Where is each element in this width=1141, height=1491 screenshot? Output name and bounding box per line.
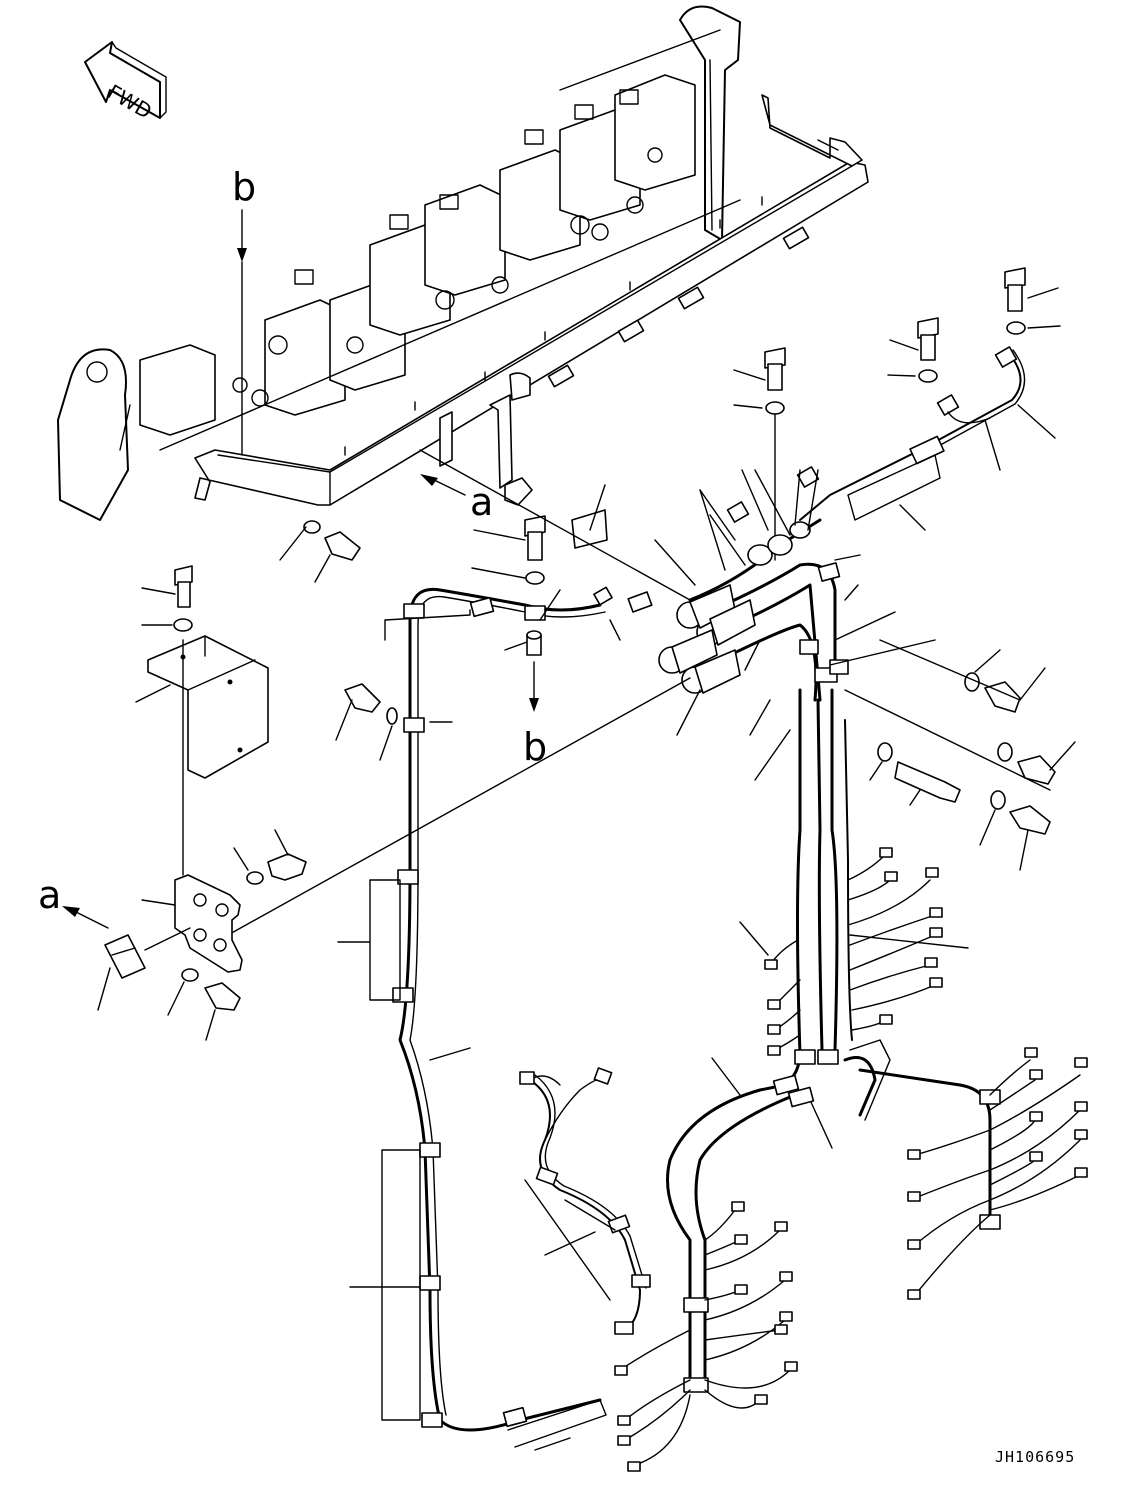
view-marker-a-left: a bbox=[38, 873, 109, 929]
view-letter-a: a bbox=[470, 480, 493, 524]
fwd-label: FWD bbox=[104, 80, 156, 124]
view-letter-b-lower: b bbox=[523, 725, 547, 769]
view-letter-a-left: a bbox=[38, 873, 61, 917]
view-marker-a-upper: a bbox=[420, 474, 493, 524]
view-marker-b-upper: b bbox=[232, 165, 256, 456]
reference-line bbox=[227, 677, 691, 936]
right-side-bolts bbox=[844, 639, 1076, 871]
rail-bolt bbox=[279, 520, 361, 583]
center-bolts: b bbox=[419, 449, 691, 769]
cover-bracket bbox=[135, 565, 269, 876]
center-left-bolts bbox=[335, 683, 398, 761]
control-valve-assembly bbox=[57, 5, 741, 521]
lower-middle-harness bbox=[519, 1067, 651, 1335]
top-sensor-harness bbox=[726, 346, 1056, 531]
top-right-bolts bbox=[733, 267, 1061, 561]
mounting-rail bbox=[194, 94, 869, 506]
fwd-arrow-icon: FWD bbox=[84, 41, 167, 124]
mounting-plate bbox=[97, 829, 307, 1041]
lower-right-harness bbox=[614, 1039, 1088, 1472]
view-letter-b: b bbox=[232, 165, 256, 209]
harness-junction bbox=[571, 469, 936, 781]
drawing-code: JH106695 bbox=[995, 1448, 1075, 1466]
left-harness bbox=[337, 586, 653, 1451]
